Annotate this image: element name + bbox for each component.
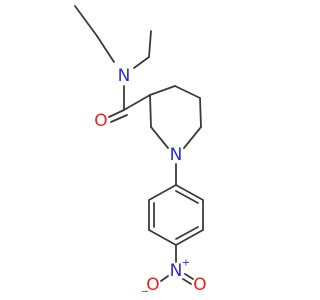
bond-ring-c3-c4: [149, 85, 176, 96]
bond-carbonylC-ringC3: [123, 94, 151, 111]
bond-ph-3-4-inner: [175, 226, 199, 240]
bond-ethyl2-ch3: [148, 30, 152, 58]
carbonyl-oxygen-label: O: [94, 111, 107, 131]
nitro-nitrogen-charge: +: [182, 258, 190, 269]
bond-ph-1-2: [175, 184, 204, 201]
bond-ph-4-5: [148, 229, 177, 246]
bond-ethyl2-ch2: [133, 56, 150, 69]
nitro-oxygen-left-charge: −: [141, 287, 149, 298]
bond-carbonyl-double-2: [110, 114, 128, 123]
bond-carbonyl-double-1: [108, 109, 125, 118]
bond-ring-c4-c5: [174, 85, 201, 99]
nitro-oxygen-right-label: O: [193, 275, 206, 295]
bond-ph-6-1: [148, 184, 177, 201]
bond-ring-c2-c3: [149, 94, 152, 128]
bond-ph-3-4: [175, 229, 204, 246]
bond-ethyl1-ch2: [96, 35, 115, 63]
bond-ethyl1-ch3: [74, 5, 98, 37]
bond-ring-n1-c2: [150, 126, 169, 149]
nitro-oxygen-left-label: O: [146, 275, 159, 295]
amide-nitrogen-label: N: [118, 66, 131, 86]
bond-ph-1-2-inner: [175, 190, 199, 204]
bond-nitroN-Oright-2: [182, 278, 192, 285]
bond-ring-c6-n1: [183, 126, 202, 149]
bond-nitroN-Oright-1: [184, 273, 194, 280]
ring-nitrogen-label: N: [170, 145, 183, 165]
bond-nitroN-Oleft: [160, 275, 169, 282]
molecule-diagram: N O N N + O − O: [74, 5, 207, 298]
bond-ring-c5-c6: [199, 97, 202, 128]
structure-drawing: N O N N + O − O: [74, 5, 207, 298]
nitro-nitrogen-label: N: [170, 261, 183, 281]
